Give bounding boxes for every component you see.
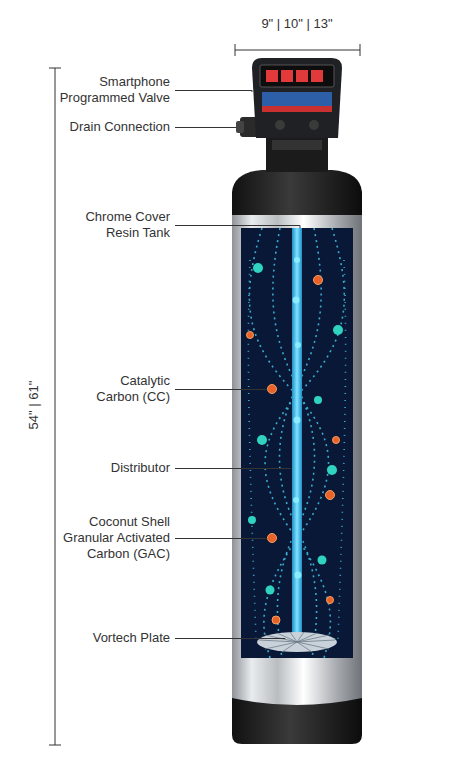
leader-line xyxy=(175,468,291,470)
part-label: Distributor xyxy=(70,460,170,476)
chrome-cover xyxy=(232,212,362,705)
control-valve xyxy=(236,58,342,172)
dimension-label: 54" | 61" xyxy=(26,381,42,430)
leader-line xyxy=(175,389,267,391)
leader-line xyxy=(175,127,236,129)
leader-line xyxy=(175,638,285,640)
distributor-tube xyxy=(292,228,302,633)
part-label: Catalytic Carbon (CC) xyxy=(86,373,170,405)
leader-line xyxy=(175,538,267,540)
part-label: Smartphone Programmed Valve xyxy=(48,74,170,106)
dimension-label: 9" | 10" | 13" xyxy=(261,16,332,32)
part-label: Vortech Plate xyxy=(70,630,170,646)
vortech-plate xyxy=(257,632,337,652)
leader-line xyxy=(175,91,252,93)
cutaway-window xyxy=(241,228,353,658)
dimension-line xyxy=(49,44,360,745)
part-label: Drain Connection xyxy=(40,119,170,135)
tank-cap xyxy=(232,170,362,215)
part-label: Coconut Shell Granular Activated Carbon … xyxy=(46,514,170,562)
part-label: Chrome Cover Resin Tank xyxy=(78,209,170,241)
leader-line xyxy=(175,226,300,229)
